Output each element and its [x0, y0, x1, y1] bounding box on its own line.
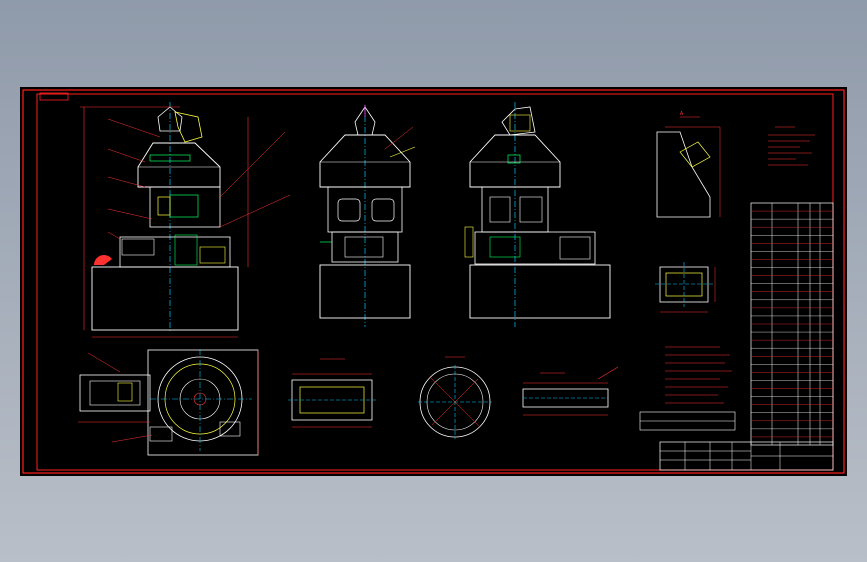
plan-view [78, 349, 259, 456]
front-view [80, 102, 291, 338]
cad-viewport[interactable]: A [20, 87, 847, 476]
notes-block [768, 126, 815, 166]
detail-circular-flange [418, 356, 492, 439]
inner-frame [36, 93, 834, 471]
svg-text:A: A [680, 111, 683, 117]
detail-rectangular-frame [288, 358, 376, 428]
detail-beam [522, 366, 619, 416]
title-block [659, 441, 834, 471]
frame-tag [39, 92, 69, 101]
remarks-block [639, 346, 736, 431]
detail-inlet-plan [655, 262, 716, 313]
parts-list [750, 202, 834, 446]
cad-drawing: A [22, 89, 845, 474]
side-view-right [464, 102, 611, 327]
outer-frame [22, 89, 845, 474]
side-view-left [319, 105, 416, 327]
detail-chute: A [656, 111, 721, 218]
